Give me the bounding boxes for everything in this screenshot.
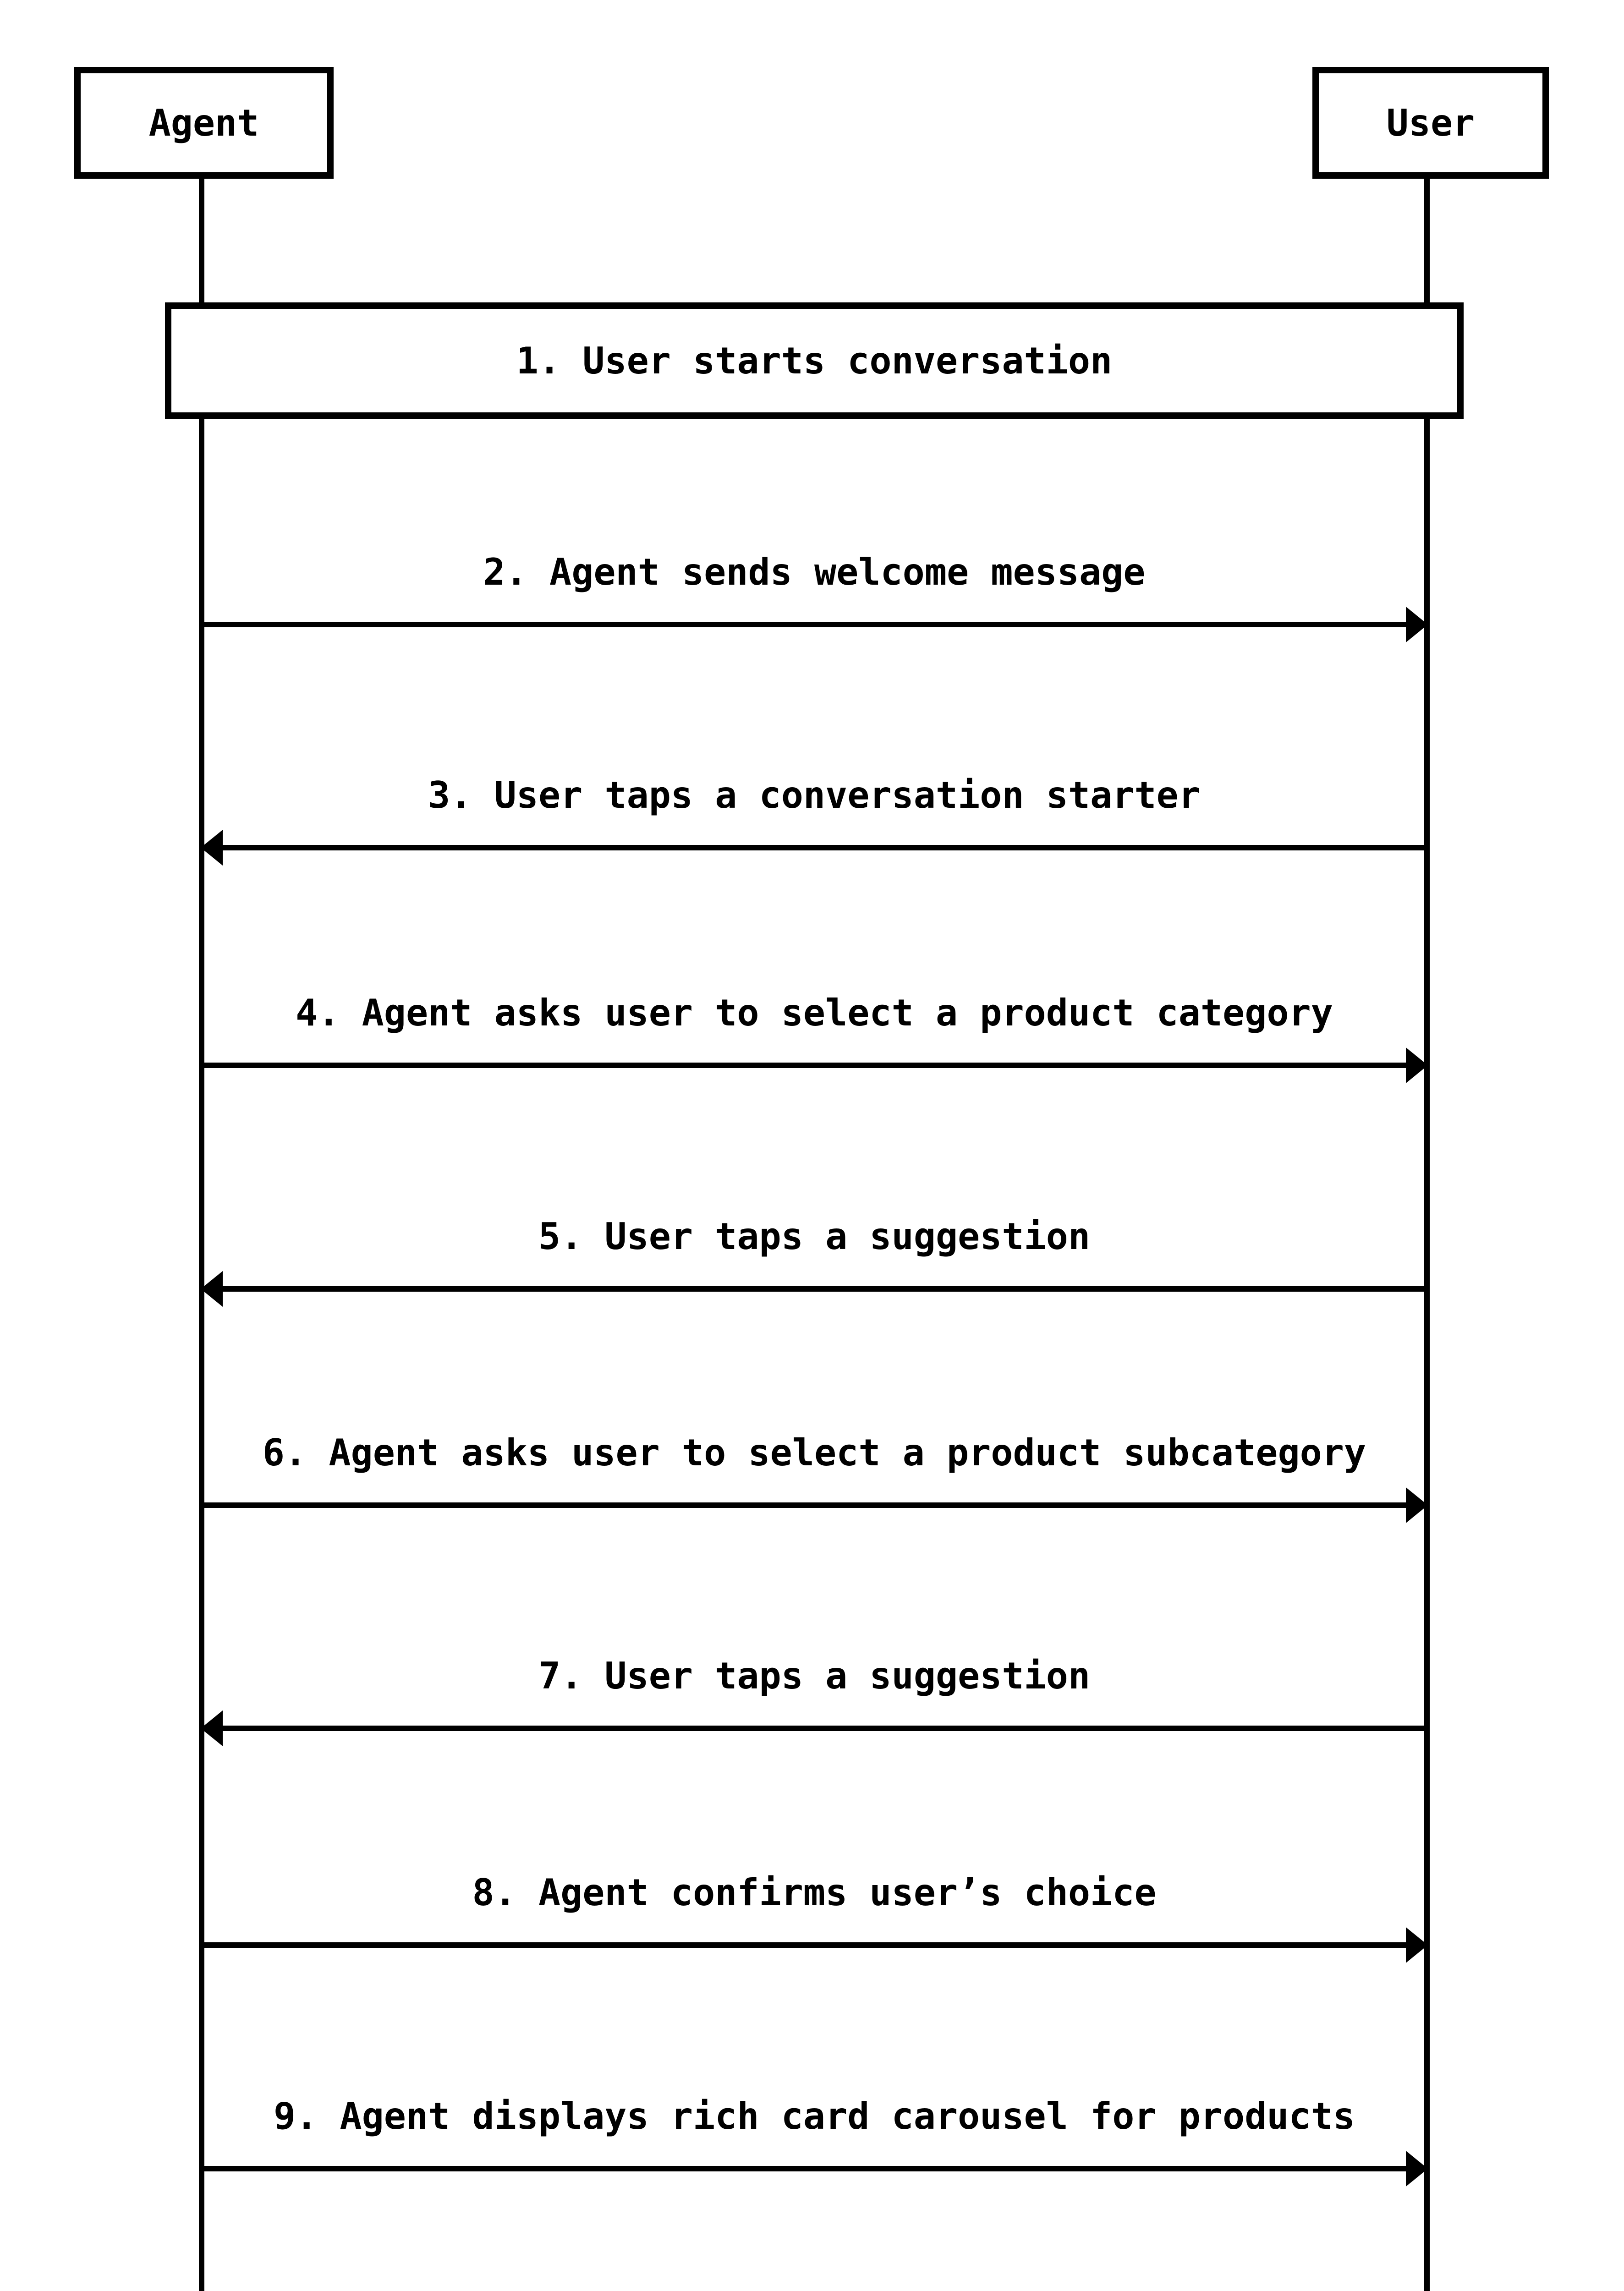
arrowhead-right: [1406, 1927, 1428, 1963]
actor-label-user: User: [1386, 101, 1475, 144]
arrowhead-right: [1406, 607, 1428, 642]
actor-box-agent-top: Agent: [74, 67, 334, 179]
arrow-line: [202, 1286, 1427, 1292]
arrow-line: [202, 845, 1427, 850]
arrowhead-right: [1406, 1047, 1428, 1083]
message-label: 5. User taps a suggestion: [538, 1215, 1091, 1258]
message-label: 9. Agent displays rich card carousel for…: [273, 2095, 1355, 2138]
arrow-line: [202, 1063, 1427, 1068]
note-box-conversation-start: 1. User starts conversation: [165, 302, 1464, 419]
actor-box-user-top: User: [1312, 67, 1549, 179]
arrow-line: [202, 622, 1427, 627]
arrowhead-left: [201, 1271, 223, 1307]
message-label: 4. Agent asks user to select a product c…: [296, 992, 1333, 1034]
arrow-line: [202, 1942, 1427, 1948]
arrowhead-left: [201, 830, 223, 866]
agent-lifeline: [199, 178, 204, 2291]
note-label: 1. User starts conversation: [516, 339, 1113, 382]
user-lifeline: [1424, 178, 1430, 2291]
arrowhead-right: [1406, 2151, 1428, 2187]
arrowhead-right: [1406, 1487, 1428, 1523]
actor-label-agent: Agent: [148, 101, 259, 144]
arrow-line: [202, 2166, 1427, 2171]
message-label: 2. Agent sends welcome message: [483, 551, 1146, 593]
message-label: 8. Agent confirms user’s choice: [472, 1871, 1157, 1914]
message-label: 3. User taps a conversation starter: [428, 774, 1201, 817]
message-label: 6. Agent asks user to select a product s…: [262, 1431, 1366, 1474]
arrowhead-left: [201, 1710, 223, 1746]
arrow-line: [202, 1502, 1427, 1508]
arrow-line: [202, 1726, 1427, 1731]
message-label: 7. User taps a suggestion: [538, 1655, 1091, 1697]
